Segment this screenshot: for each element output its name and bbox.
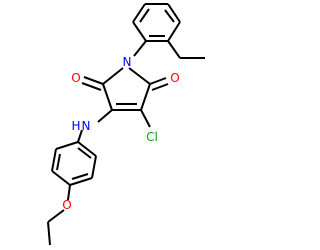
- phenyl-bond-1: [55, 141, 79, 150]
- ring-nitrogen-label: N: [123, 55, 132, 69]
- tolyl-double-1: [139, 8, 150, 23]
- phenyl-bond-5: [91, 155, 97, 179]
- bond-c5-o-b: [151, 83, 169, 91]
- tolyl-bond-2: [132, 3, 146, 23]
- bond-n-aryl: [133, 40, 147, 57]
- bond-c5-c4: [140, 83, 151, 111]
- bond-c2-c3: [102, 83, 113, 111]
- maleimide-ring: [81, 67, 169, 128]
- tolyl-bond-1: [132, 21, 147, 42]
- phenyl-double-2: [71, 173, 89, 180]
- phenyl-double-3: [77, 147, 92, 159]
- bond-ch2-ch3: [47, 221, 51, 246]
- ether-oxygen-label: O: [62, 198, 71, 212]
- right-carbonyl-oxygen-label: O: [170, 71, 179, 85]
- bond-aryl-o: [67, 184, 71, 201]
- tolyl-bond-5: [167, 21, 181, 42]
- left-carbonyl-oxygen-label: O: [71, 71, 80, 85]
- amine-nitrogen-label: N: [82, 119, 91, 133]
- phenyl-bond-2: [51, 148, 57, 172]
- phenyl-bond-4: [69, 177, 93, 186]
- bond-n-c5: [128, 67, 151, 85]
- tolyl-ring: [132, 3, 205, 59]
- bond-c2-o-b: [81, 82, 102, 91]
- amine-hydrogen-label: H: [71, 119, 80, 133]
- ethoxyphenyl-ring: [47, 129, 97, 246]
- tolyl-double-2: [164, 9, 175, 23]
- phenyl-double-1: [56, 153, 61, 171]
- bond-c2-o-a: [83, 76, 104, 85]
- bond-c5-o-a: [149, 77, 167, 85]
- bond-c4-cl: [140, 109, 151, 128]
- bond-methyl: [167, 40, 181, 59]
- bond-nh-aryl: [77, 129, 83, 143]
- molecule-structure: N O O Cl N H O: [47, 3, 205, 246]
- phenyl-bond-3: [51, 170, 71, 186]
- bond-o-ch2: [47, 209, 65, 223]
- tolyl-bond-4: [167, 3, 181, 23]
- phenyl-bond-6: [77, 141, 97, 157]
- atom-labels: N O O Cl N H O: [62, 55, 179, 212]
- bond-c3-nh: [97, 109, 113, 123]
- chlorine-label: Cl: [146, 130, 158, 144]
- bond-n-c2: [102, 67, 124, 85]
